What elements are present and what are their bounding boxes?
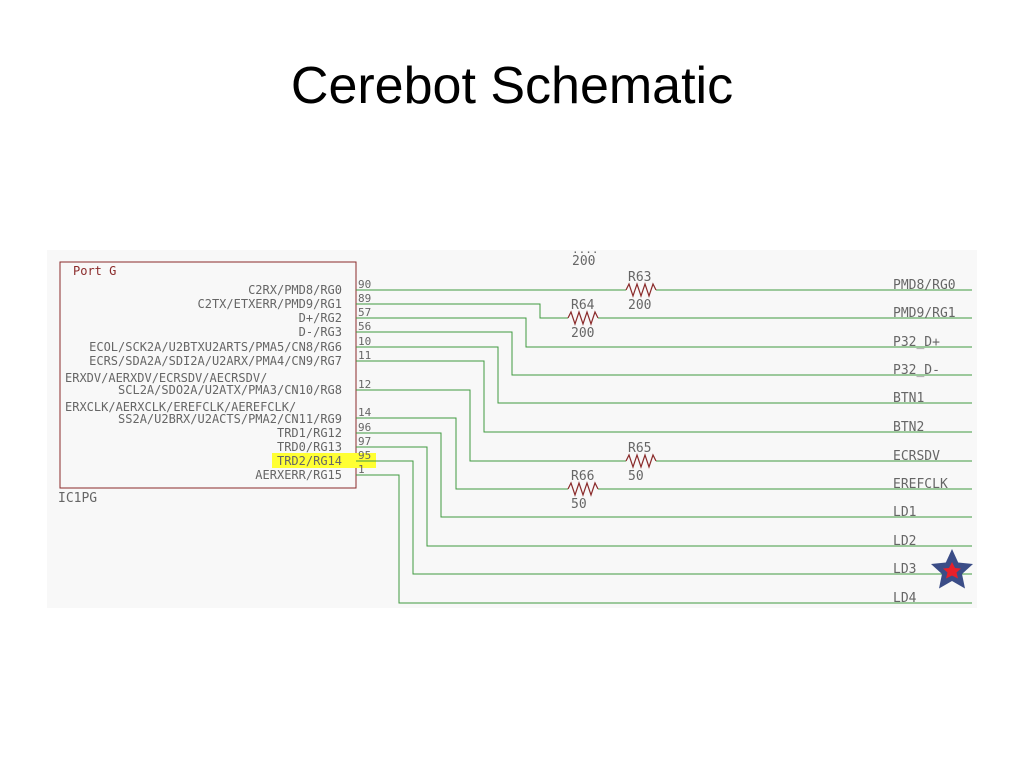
- pin-number-57: 57: [358, 306, 371, 319]
- slide-title: Cerebot Schematic: [290, 57, 734, 115]
- ic-part-ref: IC1PG: [58, 491, 97, 506]
- net-wire-rg7: [356, 360, 972, 433]
- schematic-background: [47, 250, 977, 608]
- net-label-ecrsdv: ECRSDV: [893, 449, 940, 464]
- net-label-ld4: LD4: [893, 591, 917, 606]
- resistor-r63: R63 200: [625, 270, 657, 313]
- pin-number-96: 96: [358, 421, 371, 434]
- pin-label-rg15: AERXERR/RG15: [255, 468, 342, 482]
- net-wire-rg8: [356, 389, 626, 462]
- net-wire-rg3: [356, 331, 972, 376]
- pin-number-56: 56: [358, 320, 371, 333]
- pin-label-rg9-line2: SS2A/U2BRX/U2ACTS/PMA2/CN11/RG9: [118, 412, 342, 426]
- resistor-ref-r64: R64: [571, 298, 595, 313]
- pin-label-rg6: ECOL/SCK2A/U2BTXU2ARTS/PMA5/CN8/RG6: [89, 340, 342, 354]
- net-label-p32-dplus: P32_D+: [893, 335, 940, 350]
- star-icon: [931, 549, 973, 589]
- net-wire-rg6: [356, 346, 972, 404]
- net-wire-rg15: [356, 474, 972, 604]
- net-label-ld2: LD2: [893, 534, 916, 549]
- pin-label-rg13: TRD0/RG13: [277, 440, 342, 454]
- partial-resistor-value: 200: [572, 254, 595, 269]
- net-wires: [356, 289, 972, 604]
- pin-number-11: 11: [358, 349, 371, 362]
- pin-number-10: 10: [358, 335, 371, 348]
- net-wire-rg9: [356, 417, 568, 490]
- net-wire-rg14: [356, 460, 972, 575]
- pin-number-1: 1: [358, 463, 365, 476]
- pin-label-rg14: TRD2/RG14: [277, 454, 342, 468]
- pin-highlight: [272, 453, 376, 468]
- net-label-ld1: LD1: [893, 505, 916, 520]
- resistor-ref-r63: R63: [628, 270, 651, 285]
- pin-number-95: 95: [358, 449, 371, 462]
- pin-number-97: 97: [358, 435, 371, 448]
- net-label-pmd9: PMD9/RG1: [893, 306, 956, 321]
- pin-label-rg0: C2RX/PMD8/RG0: [248, 283, 342, 297]
- pin-label-rg7: ECRS/SDA2A/SDI2A/U2ARX/PMA4/CN9/RG7: [89, 354, 342, 368]
- resistor-value-r66: 50: [571, 497, 587, 512]
- pin-number-90: 90: [358, 278, 371, 291]
- resistor-value-r64: 200: [571, 326, 594, 341]
- pin-label-rg3: D-/RG3: [299, 325, 342, 339]
- resistor-r64: R64 200: [567, 298, 599, 341]
- pin-number-14: 14: [358, 406, 372, 419]
- resistor-ref-r65: R65: [628, 441, 651, 456]
- resistor-r65: R65 50: [625, 441, 657, 484]
- resistor-r66: R66 50: [567, 469, 599, 512]
- pin-label-rg8-line1: ERXDV/AERXDV/ECRSDV/AECRSDV/: [65, 371, 267, 385]
- pin-label-rg12: TRD1/RG12: [277, 426, 342, 440]
- pin-number-12: 12: [358, 378, 371, 391]
- resistor-value-r63: 200: [628, 298, 651, 313]
- pin-number-89: 89: [358, 292, 371, 305]
- pin-label-rg9-line1: ERXCLK/AERXCLK/EREFCLK/AEREFCLK/: [65, 400, 296, 414]
- pin-label-rg2: D+/RG2: [299, 311, 342, 325]
- net-label-ld3: LD3: [893, 562, 916, 577]
- net-wire-rg13: [356, 446, 972, 547]
- net-label-btn2: BTN2: [893, 420, 924, 435]
- net-label-p32-dminus: P32_D-: [893, 363, 940, 378]
- resistor-value-r65: 50: [628, 469, 644, 484]
- net-wire-rg1: [356, 303, 568, 319]
- pin-label-rg1: C2TX/ETXERR/PMD9/RG1: [198, 297, 343, 311]
- pin-label-rg8-line2: SCL2A/SDO2A/U2ATX/PMA3/CN10/RG8: [118, 383, 342, 397]
- ic-part-name: Port G: [73, 264, 116, 278]
- net-label-btn1: BTN1: [893, 391, 924, 406]
- resistor-ref-r66: R66: [571, 469, 594, 484]
- partial-resistor-label: ....: [572, 243, 599, 256]
- net-label-erefclk: EREFCLK: [893, 477, 948, 492]
- net-wire-rg12: [356, 432, 972, 518]
- net-label-pmd8: PMD8/RG0: [893, 278, 956, 293]
- ic-part-body: [59, 261, 357, 489]
- net-wire-rg2: [356, 317, 972, 348]
